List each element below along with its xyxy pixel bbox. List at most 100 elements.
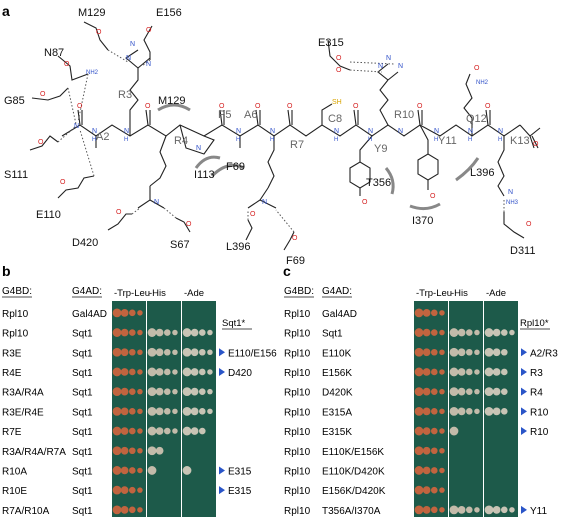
- condition-label: -Ade: [486, 288, 506, 299]
- oxygen-atom: O: [255, 103, 261, 110]
- nitrogen-atom: N: [378, 63, 383, 70]
- oxygen-atom: O: [474, 65, 480, 72]
- ad-construct-label: D420K: [322, 388, 353, 399]
- oxygen-atom: O: [287, 103, 293, 110]
- oxygen-atom: O: [292, 235, 298, 242]
- panel-letter: c: [283, 263, 291, 279]
- yeast-colony-spot: [172, 408, 178, 415]
- bd-construct-label: Rpl10: [284, 486, 311, 497]
- nitrogen-atom: N: [236, 128, 241, 135]
- hydrogen-atom: H: [124, 137, 128, 143]
- yeast-colony-spot: [112, 367, 122, 377]
- yeast-colony-spot: [120, 407, 129, 416]
- interacting-residue-note: E315: [228, 466, 252, 477]
- yeast-colony-spot: [147, 426, 157, 436]
- nitrogen-atom: N: [130, 41, 135, 48]
- yeast-colony-spot: [422, 368, 431, 376]
- yeast-colony-spot: [147, 406, 157, 416]
- hydrogen-atom: H: [270, 137, 274, 143]
- residue-label: P5: [218, 109, 231, 121]
- yeast-colony-spot: [147, 466, 157, 475]
- oxygen-atom: O: [219, 103, 225, 110]
- panel-letter: b: [2, 263, 11, 279]
- yeast-colony-spot: [155, 368, 164, 376]
- nitrogen-atom: N: [74, 123, 79, 130]
- bd-construct-label: Rpl10: [284, 466, 311, 477]
- bd-construct-label: Rpl10: [284, 427, 311, 438]
- bd-column-header: G4BD:: [2, 286, 32, 297]
- sulfur-atom: SH: [332, 99, 342, 106]
- yeast-colony-spot: [198, 329, 206, 336]
- yeast-colony-spot: [465, 329, 473, 336]
- yeast-colony-spot: [182, 367, 192, 377]
- yeast-colony-spot: [128, 506, 136, 514]
- oxygen-atom: O: [362, 199, 368, 206]
- interacting-residue-note: R3: [530, 368, 543, 379]
- yeast-colony-spot: [120, 348, 129, 357]
- yeast-colony-spot: [457, 407, 466, 416]
- interaction-arrow: [521, 387, 527, 396]
- residue-label: A2: [96, 131, 109, 143]
- yeast-colony-spot: [509, 329, 515, 336]
- oxygen-atom: O: [145, 103, 151, 110]
- yeast-colony-spot: [484, 328, 494, 337]
- yeast-colony-spot: [474, 349, 480, 355]
- yeast-colony-spot: [137, 507, 143, 513]
- yeast-colony-spot: [155, 348, 164, 357]
- yeast-colony-spot: [422, 328, 431, 337]
- ad-construct-label: Gal4AD: [72, 309, 107, 320]
- yeast-colony-spot: [484, 347, 494, 357]
- hydrogen-atom: H: [334, 137, 338, 143]
- peptide-backbone: [61, 124, 521, 137]
- yeast-colony-spot: [484, 367, 494, 377]
- ad-construct-label: Sqt1: [72, 348, 93, 359]
- yeast-colony-spot: [439, 448, 445, 454]
- yeast-colony-spot: [449, 406, 459, 416]
- ad-construct-label: Gal4AD: [322, 309, 357, 320]
- interacting-residue-label: G85: [4, 95, 25, 107]
- ad-construct-label: E156K: [322, 368, 352, 379]
- carbonyl-bond: [485, 109, 489, 126]
- residue-label: C8: [328, 113, 342, 125]
- ad-construct-label: Sqt1: [72, 447, 93, 458]
- yeast-colony-spot: [500, 348, 508, 356]
- yeast-colony-spot: [422, 486, 431, 494]
- nitrogen-atom: N: [508, 189, 513, 196]
- interacting-residue-note: R10: [530, 427, 549, 438]
- oxygen-atom: O: [485, 103, 491, 110]
- yeast-colony-spot: [137, 448, 143, 454]
- bd-construct-label: R3A/R4A/R7A: [2, 447, 66, 458]
- interacting-residue-note: R10: [530, 407, 549, 418]
- yeast-colony-spot: [120, 309, 129, 317]
- interacting-residue-label: S111: [4, 169, 28, 181]
- hydrogen-atom: H: [236, 137, 240, 143]
- yeast-colony-spot: [430, 486, 438, 494]
- oxygen-atom: O: [60, 179, 66, 186]
- yeast-colony-spot: [439, 408, 445, 415]
- bd-construct-label: Rpl10: [284, 506, 311, 517]
- yeast-colony-spot: [439, 388, 445, 395]
- interacting-residue-label: E110: [36, 209, 61, 221]
- yeast-colony-spot: [163, 408, 171, 415]
- ad-construct-label: E156K/D420K: [322, 486, 386, 497]
- residue-label: Y11: [438, 135, 457, 147]
- residue-label: A6: [244, 109, 257, 121]
- interaction-arrow: [521, 367, 527, 376]
- oxygen-atom: O: [336, 55, 342, 62]
- oxygen-atom: O: [417, 103, 423, 110]
- yeast-colony-spot: [112, 505, 122, 515]
- yeast-colony-spot: [120, 466, 129, 475]
- yeast-colony-spot: [414, 387, 424, 397]
- yeast-colony-spot: [112, 308, 122, 318]
- yeast-colony-spot: [430, 447, 438, 455]
- yeast-colony-spot: [137, 487, 143, 493]
- bd-construct-label: R7A/R10A: [2, 506, 50, 517]
- yeast-colony-spot: [128, 368, 136, 376]
- interaction-arrow: [521, 407, 527, 416]
- interaction-arrow: [219, 348, 225, 357]
- yeast-colony-spot: [457, 368, 466, 376]
- yeast-colony-spot: [182, 347, 192, 357]
- amide-group: NH2: [476, 80, 489, 86]
- nitrogen-atom: N: [368, 128, 373, 135]
